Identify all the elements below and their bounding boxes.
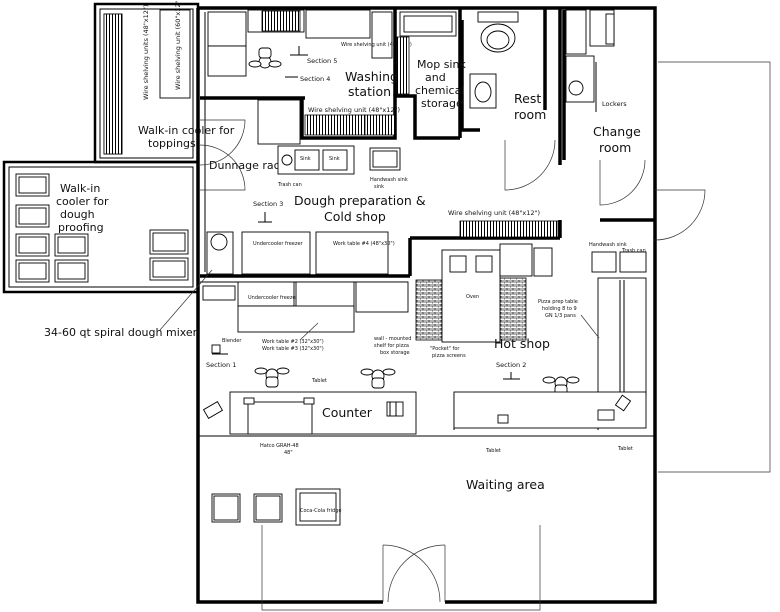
label-section3: Section 3 xyxy=(253,200,283,208)
room-walkin-proofing-l2: cooler for xyxy=(56,195,109,208)
room-mop-l1: Mop sink xyxy=(417,58,466,71)
room-dough-l2: Cold shop xyxy=(324,209,386,224)
hot-shop: Oven Hot shop Section 2 Handwash sink Tr… xyxy=(415,242,647,454)
room-walkin-proofing-l1: Walk-in xyxy=(60,182,100,195)
washing-station: Wire shelving unit (48"x12") Washing sta… xyxy=(207,9,412,172)
label-pocket-l1: "Pocket" for xyxy=(430,346,460,352)
label-wire-shelving-mid: Wire shelving unit (48"x12") xyxy=(308,106,400,114)
dough-prep: Sink Sink Trash can Handwash sink sink D… xyxy=(206,145,559,275)
label-section1: Section 1 xyxy=(206,361,236,369)
label-blender: Blender xyxy=(222,338,242,344)
label-sink2: Sink xyxy=(329,156,340,162)
person-icon xyxy=(254,367,290,388)
label-tablet2: Tablet xyxy=(485,448,501,454)
room-walkin-proofing-l3: dough xyxy=(60,208,95,221)
room-mop-l3: chemical xyxy=(415,84,464,97)
label-fridge: Coca-Cola fridge xyxy=(300,508,341,514)
rest-room: Rest room xyxy=(469,11,546,122)
label-worktable2: Work table #2 (32"x30") xyxy=(262,339,324,345)
room-counter: Counter xyxy=(322,405,373,420)
room-walkin-proofing-l4: proofing xyxy=(58,221,104,234)
waiting-area: Coca-Cola fridge Waiting area xyxy=(211,477,545,526)
person-icon xyxy=(542,376,580,396)
interior-walls xyxy=(200,8,655,283)
label-wire-shelving-top: Wire shelving unit (48"x12") xyxy=(341,42,412,48)
label-wallshelf-l3: box storage xyxy=(380,350,410,356)
room-rest-l2: room xyxy=(514,107,546,122)
room-waiting: Waiting area xyxy=(466,477,545,492)
label-dunnage: Dunnage rack xyxy=(209,159,287,172)
room-hot: Hot shop xyxy=(494,336,550,351)
label-oven: Oven xyxy=(466,294,479,300)
front-counter: Undercooler freezer Work table #2 (32"x3… xyxy=(198,281,655,456)
room-washing-l1: Washing xyxy=(345,69,398,84)
label-sink1: Sink xyxy=(300,156,311,162)
label-pizza-prep-l1: Pizza prep table xyxy=(538,299,578,305)
label-undercooler2: Undercooler freezer xyxy=(248,295,299,301)
person-icon xyxy=(360,368,396,389)
person-icon xyxy=(248,47,282,69)
room-walkin-toppings-l1: Walk-in cooler for xyxy=(138,124,235,137)
label-worktable3: Work table #3 (32"x30") xyxy=(262,346,324,352)
room-mop-l4: storage xyxy=(421,97,463,110)
exterior-walls xyxy=(2,2,657,604)
mop-sink-room: Mop sink and chemical storage xyxy=(396,11,466,110)
label-handwash1: Handwash sink xyxy=(370,177,408,183)
label-tablet1: Tablet xyxy=(311,378,327,384)
label-hatco-l2: 48" xyxy=(284,450,293,456)
room-rest-l1: Rest xyxy=(514,91,541,106)
label-pocket-l2: pizza screens xyxy=(432,353,466,359)
label-section5: Section 5 xyxy=(307,57,337,65)
room-change-l1: Change xyxy=(593,124,641,139)
change-room: Lockers Change room xyxy=(565,9,641,155)
room-walkin-toppings-l2: toppings xyxy=(148,137,196,150)
label-wallshelf-l1: wall - mounted xyxy=(374,336,411,342)
label-pizza-prep-l2: holding 8 to 9 xyxy=(542,306,577,312)
label-hatco-l1: Hatco GRAH-48 xyxy=(260,443,299,449)
label-wire-shelving-hot: Wire shelving unit (48"x12") xyxy=(448,209,540,217)
label-sink-suffix: sink xyxy=(374,184,384,190)
label-mixer: 34-60 qt spiral dough mixer xyxy=(44,326,198,339)
mixer-callout: 34-60 qt spiral dough mixer xyxy=(44,269,213,339)
label-trash1: Trash can xyxy=(277,182,302,188)
label-trash2: Trash can xyxy=(621,248,646,254)
toppings-shelving: Wire shelving units (48"x12") Wire shelv… xyxy=(103,0,235,155)
label-pizza-prep-l3: GN 1/3 pans xyxy=(545,313,576,319)
room-mop-l2: and xyxy=(425,71,446,84)
label-wallshelf-l2: shelf for pizza xyxy=(374,343,409,349)
label-tablet3: Tablet xyxy=(617,446,633,452)
room-change-l2: room xyxy=(599,140,631,155)
label-wire-shelving-unit-60: Wire shelving unit (60"x12") xyxy=(174,0,182,90)
label-lockers: Lockers xyxy=(602,100,627,108)
doors xyxy=(199,61,771,611)
label-section4: Section 4 xyxy=(300,75,330,83)
label-wire-shelving-units-48: Wire shelving units (48"x12") xyxy=(142,5,150,100)
label-section2: Section 2 xyxy=(496,361,526,369)
label-handwash2: Handwash sink xyxy=(589,242,627,248)
label-worktable4: Work table #4 (48"x30") xyxy=(333,241,395,247)
room-washing-l2: station xyxy=(348,84,391,99)
proofing-racks: Walk-in cooler for dough proofing xyxy=(15,173,189,283)
label-undercooler1: Undercooler freezer xyxy=(253,241,304,247)
room-dough-l1: Dough preparation & xyxy=(294,193,426,208)
